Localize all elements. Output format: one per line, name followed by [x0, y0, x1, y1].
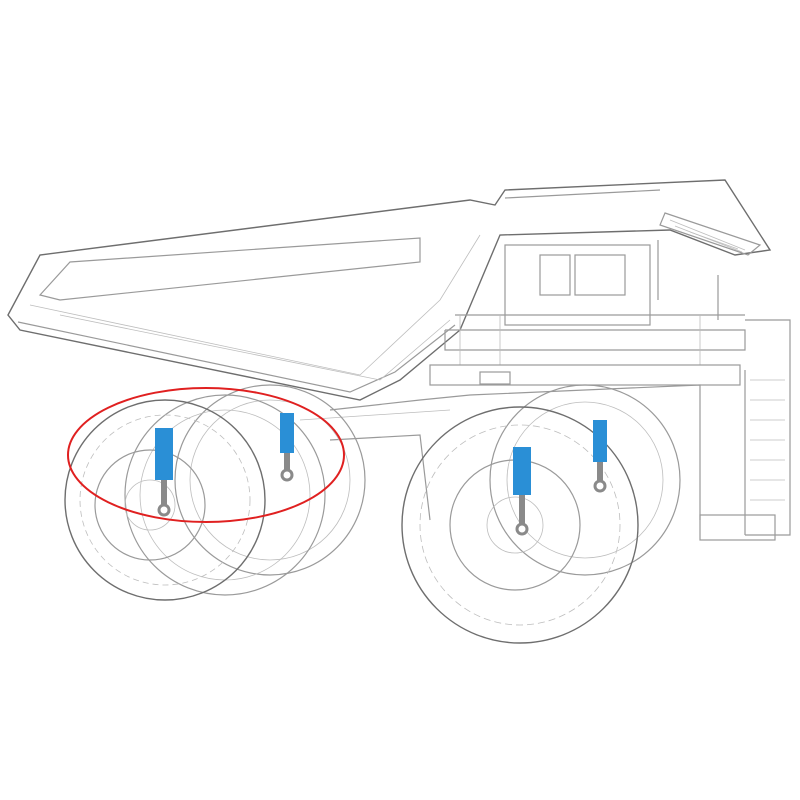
rear-wheel-outer [64, 399, 266, 601]
suspension-cylinder-3 [513, 447, 531, 536]
dump-body [7, 179, 772, 401]
frame [299, 384, 701, 521]
rear-wheel-highlight-ellipse [67, 387, 345, 523]
stairs [699, 319, 791, 541]
suspension-cylinder-1 [155, 428, 173, 517]
front-wheel-outer [401, 406, 639, 644]
cab [429, 240, 746, 386]
rear-wheel-middle [124, 394, 326, 596]
front-wheel-inner [489, 384, 681, 576]
suspension-cylinder-4 [593, 420, 607, 493]
suspension-cylinder-2 [280, 413, 294, 482]
rear-wheel-inner [174, 384, 366, 576]
